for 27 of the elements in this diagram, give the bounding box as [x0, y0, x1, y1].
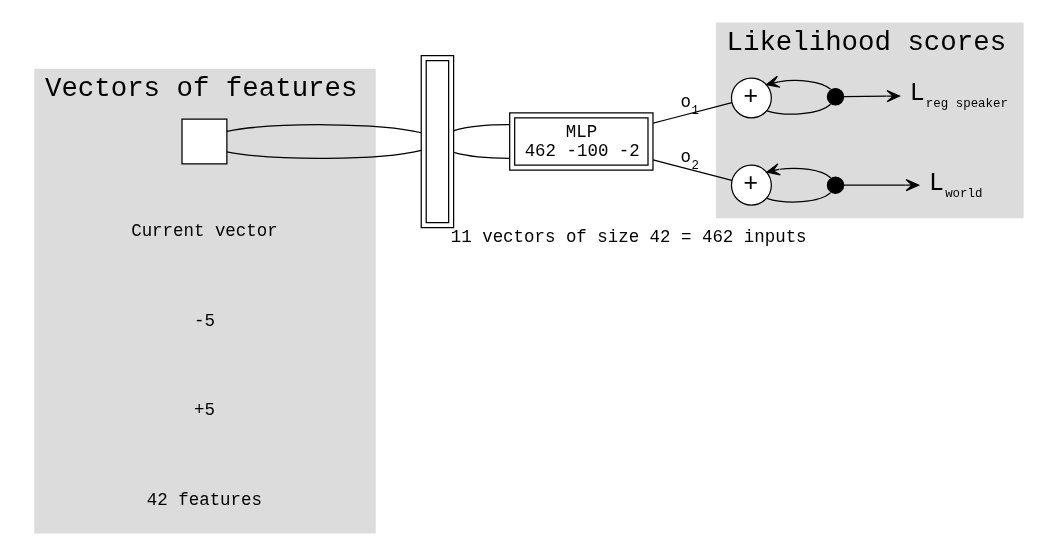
node-text: L$_{world}$	[928, 169, 983, 202]
node-circle: +	[730, 164, 772, 206]
connector	[766, 191, 832, 203]
arrow	[843, 89, 901, 103]
connector	[453, 124, 511, 132]
node-circle	[826, 176, 845, 194]
connector	[766, 103, 832, 115]
node-circle	[826, 88, 845, 106]
label: -5	[193, 310, 215, 331]
node-text: L$_{reg speaker}$	[909, 79, 1008, 112]
connector	[226, 149, 422, 159]
label: Current vector	[131, 220, 278, 241]
edge-label: o$_{2}$	[680, 146, 700, 173]
connector	[652, 159, 733, 182]
node-bar	[420, 54, 455, 229]
label: +5	[193, 400, 215, 421]
connector	[453, 151, 511, 159]
node-box: MLP 462 -100 -2	[509, 112, 654, 171]
arrow	[843, 178, 920, 192]
arrow	[765, 75, 832, 90]
node-circle: +	[730, 77, 772, 119]
node-label: 11 vectors of size 42 = 462 inputs	[450, 226, 807, 247]
node-box	[181, 118, 228, 165]
label: 42 features	[146, 490, 262, 511]
connector	[226, 124, 422, 134]
connector	[652, 102, 733, 124]
arrow	[766, 163, 832, 179]
